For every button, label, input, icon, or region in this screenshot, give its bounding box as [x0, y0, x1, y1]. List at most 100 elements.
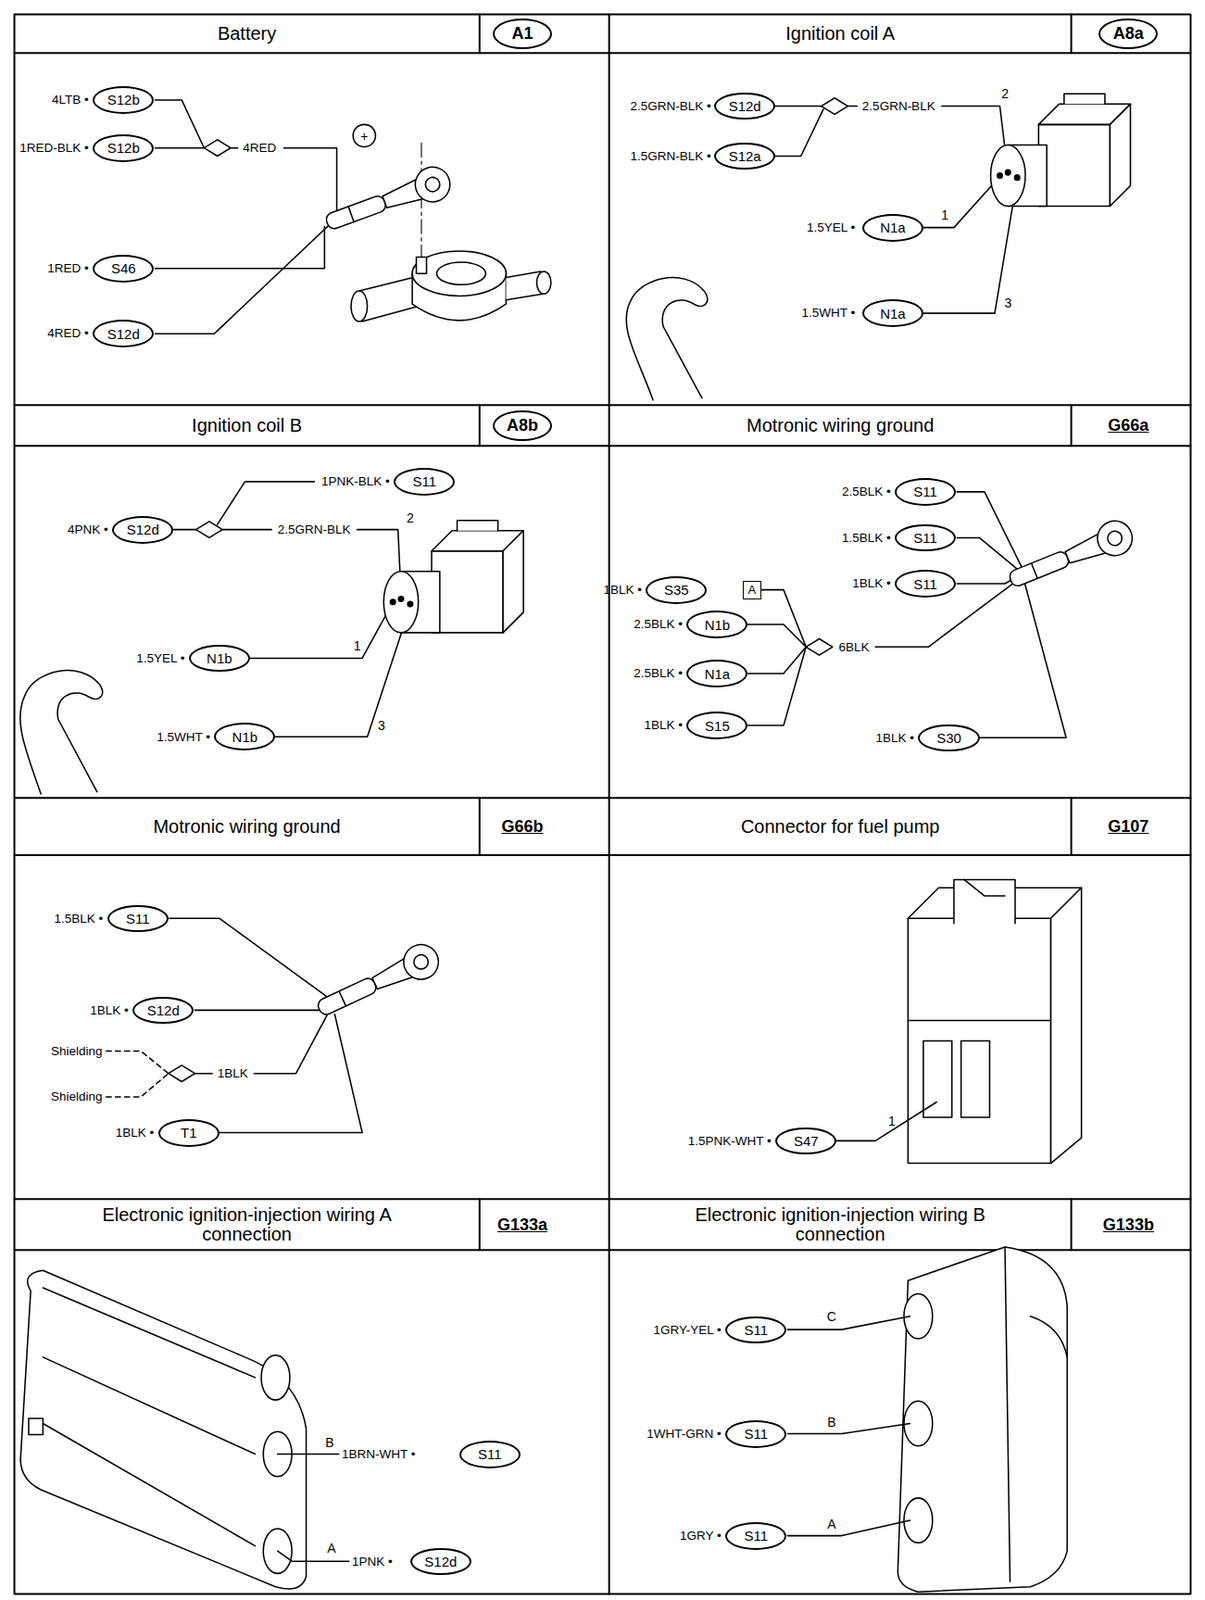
code-cell: G66b: [497, 814, 549, 839]
panel-title: Battery: [217, 24, 277, 44]
wire-label: 1BLK •: [643, 718, 683, 732]
reference-code: A1: [512, 25, 534, 42]
wire-label: 1.5GRN-BLK •: [630, 150, 712, 164]
wire-label: 1BLK •: [876, 731, 916, 745]
connector-code: S30: [936, 730, 962, 745]
battery-wires-part: [155, 226, 326, 269]
ring-terminal-part: [1007, 549, 1071, 588]
coil-connector-part: [1005, 169, 1012, 176]
pin-number: 1: [941, 208, 949, 222]
injection-connector-part: [787, 1519, 910, 1536]
ground-wires-part: [194, 1009, 325, 1012]
connector-code: S11: [913, 577, 938, 591]
pin-number: +: [360, 129, 368, 143]
connector-code: S35: [664, 582, 690, 597]
coil-a-wires-part: [626, 277, 708, 401]
panel-header: Battery: [13, 13, 479, 53]
table-panel: Ignition coil AA8aS12dS12aN1aN1a: [609, 13, 1192, 405]
connector-oval: S12d: [132, 996, 194, 1025]
injection-connector-part: [787, 1316, 910, 1330]
wire-label: 1BRN-WHT •: [341, 1447, 415, 1461]
connector-oval: S12b: [92, 134, 154, 163]
pin-number: 1: [353, 639, 362, 653]
panel-header: Ignition coil A: [609, 13, 1072, 53]
battery-clamp-part: [412, 251, 506, 296]
coil-connector-part: [1064, 93, 1105, 104]
ring-terminal-part: [338, 991, 346, 1006]
connector-oval: S46: [92, 254, 154, 283]
panel-header: Connector for fuel pump: [609, 797, 1072, 855]
connector-code: S11: [913, 484, 938, 499]
code-ellipse: A8b: [492, 410, 553, 441]
fuel-pump-connector-part: [836, 1102, 937, 1142]
connector-code: N1b: [704, 617, 731, 632]
pin-number: 2: [406, 511, 415, 525]
fuel-pump-connector-part: [953, 878, 1016, 923]
connector-oval: S12d: [92, 319, 154, 348]
wire-label: 1BLK •: [115, 1126, 155, 1140]
coil-b-wires-part: [173, 528, 196, 531]
wire-label: 1GRY •: [679, 1529, 722, 1543]
coil-connector-part: [997, 173, 1004, 179]
battery-clamp-part: [351, 290, 368, 322]
wire-label: 1WHT-GRN •: [646, 1427, 721, 1441]
panel-header: Electronic ignition-injection wiring A c…: [13, 1198, 479, 1250]
connector-oval: S11: [894, 524, 956, 553]
panel-title: Electronic ignition-injection wiring B c…: [673, 1205, 1007, 1244]
connector-code: S12d: [728, 99, 762, 113]
code-cell: G66a: [1103, 413, 1154, 438]
connector-oval: S11: [894, 477, 956, 506]
connector-code: S46: [111, 261, 137, 276]
wire-label: 2.5BLK •: [633, 666, 683, 680]
code-ellipse: A8a: [1098, 18, 1158, 50]
wire-label: 1.5WHT •: [801, 306, 855, 320]
injection-connector-part: [261, 1355, 290, 1400]
battery-wires-part: [352, 124, 376, 147]
connector-code: S11: [125, 911, 151, 926]
battery-wires-part: [155, 147, 205, 150]
coil-connector-part: [1038, 124, 1110, 206]
wire-label: 2.5GRN-BLK: [277, 523, 352, 537]
connector-oval: S11: [725, 1419, 787, 1448]
ring-terminal-part: [1105, 528, 1125, 548]
pin-number: A: [827, 1517, 836, 1531]
reference-code: G133b: [1103, 1216, 1155, 1233]
table-panel: BatteryA1S12bS12bS46S12d: [13, 13, 609, 405]
coil-connector-part: [398, 596, 404, 603]
wire-label: 4RED: [242, 141, 277, 155]
wire-label: 1BLK •: [852, 577, 892, 590]
coil-b-wires-part: [20, 670, 103, 794]
coil-connector-part: [1109, 103, 1130, 206]
panel-header: Motronic wiring ground: [609, 404, 1072, 446]
injection-connector-part: [277, 1453, 339, 1456]
wire-label: 1.5BLK •: [841, 531, 892, 545]
table-panel: Ignition coil BA8bS11S12dN1bN1b: [13, 404, 609, 798]
ring-terminal: [321, 162, 455, 239]
ring-terminal: [312, 938, 445, 1025]
wire-label: 1.5YEL •: [136, 652, 185, 666]
connector-code: N1b: [232, 729, 259, 744]
panel-title: Motronic wiring ground: [746, 415, 934, 436]
fuel-pump-connector-part: [1051, 887, 1082, 1163]
table-grid: [14, 13, 1192, 1594]
connector-oval: S11: [725, 1316, 787, 1344]
wire-label: 1BLK •: [602, 583, 642, 597]
coil-a-wires-part: [821, 98, 849, 115]
connector-code: S11: [412, 474, 437, 489]
ring-terminal-part: [348, 206, 354, 223]
connector-oval: N1b: [213, 722, 276, 751]
table-grid-part: [14, 52, 1192, 1250]
wire-label: 4RED •: [47, 326, 89, 340]
wire-label: 1RED-BLK •: [19, 141, 89, 155]
wire-label: 2.5GRN-BLK: [862, 100, 936, 113]
wire-label: 4PNK •: [67, 523, 109, 537]
coil-connector-part: [1014, 175, 1020, 181]
wire-label: 2.5BLK •: [633, 617, 683, 631]
ring-terminal-part: [315, 976, 378, 1017]
pin-number: 1: [888, 1114, 896, 1128]
battery-clamp: [351, 142, 552, 322]
wire-label: 1PNK •: [351, 1555, 393, 1569]
connector-oval: S12b: [92, 86, 154, 114]
battery-clamp-part: [415, 257, 427, 275]
wire-label: 4LTB •: [51, 93, 89, 107]
